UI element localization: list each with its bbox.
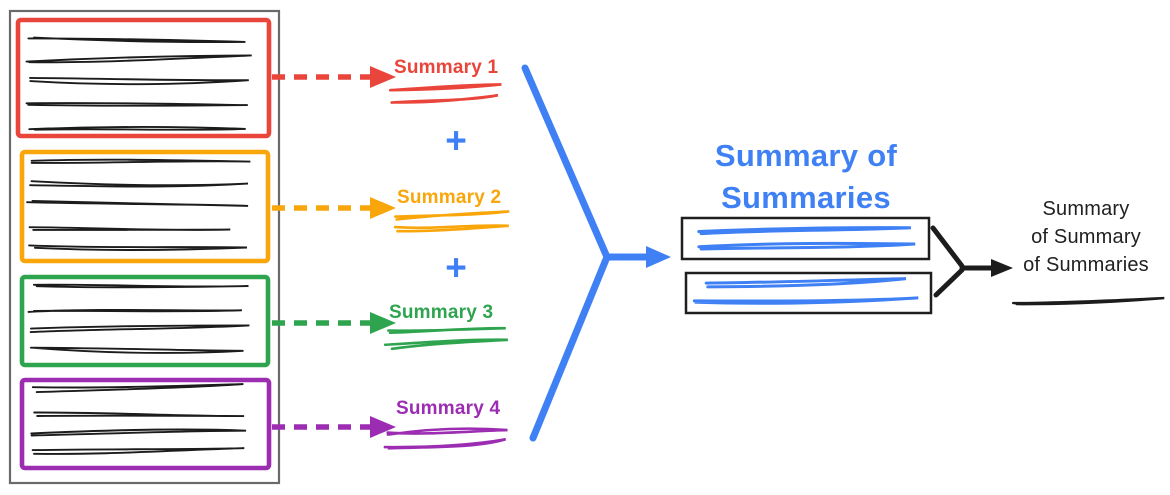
chunk-text-scribble (30, 158, 251, 164)
chunk-text-scribble (33, 411, 245, 418)
final-arrow-head (991, 259, 1013, 277)
summary-1-scribble (389, 83, 502, 92)
final-arrow (930, 225, 996, 298)
sos-title-line-2: Summaries (721, 180, 891, 215)
chunk-text-scribble (28, 226, 231, 231)
summary-2-scribble (394, 210, 510, 221)
plus-sign-2: + (445, 247, 467, 288)
chunk-text-scribble (29, 324, 250, 334)
chunk-text-scribble (28, 126, 246, 131)
dashed-arrow-4-head (370, 416, 396, 438)
chunk-text-scribble (29, 180, 249, 188)
chunk-text-scribble (31, 447, 245, 455)
chunk-4-box (19, 377, 272, 471)
final-summary-title: Summary of Summary of Summaries (1000, 195, 1170, 279)
chunk-text-scribble (26, 200, 249, 207)
chunk-3-box (19, 274, 271, 368)
combine-arrow (521, 64, 656, 442)
document-container-border (8, 9, 281, 485)
summary-3-scribble (387, 326, 506, 334)
summary-2-label: Summary 2 (397, 187, 502, 208)
dashed-arrow-2-head (370, 197, 396, 219)
summary-3-scribble (383, 338, 508, 351)
chunk-text-scribble (28, 244, 248, 251)
sos-box-2 (684, 271, 933, 315)
sos-text-scribble (692, 296, 919, 305)
dashed-arrow-1-head (370, 66, 396, 88)
chunk-text-scribble (29, 76, 249, 86)
summary-3-label: Summary 3 (389, 302, 494, 323)
summary-2-scribble (393, 224, 509, 233)
final-title-line-3: of Summaries (1023, 254, 1149, 276)
chunk-text-scribble (27, 36, 246, 44)
sos-text-scribble (697, 226, 911, 236)
summary-4-label: Summary 4 (396, 398, 501, 419)
sos-text-scribble (704, 277, 907, 289)
chunk-text-scribble (25, 54, 252, 64)
chunk-text-scribble (27, 308, 242, 313)
combine-arrow-head (646, 246, 671, 268)
plus-sign-1: + (445, 120, 467, 161)
chunk-text-scribble (32, 283, 249, 289)
chunk-2-box (19, 149, 271, 264)
summary-4-scribble (386, 427, 508, 436)
final-text-scribble (1012, 296, 1165, 306)
sos-title-line-1: Summary of (714, 138, 898, 173)
sos-text-scribble (697, 241, 916, 251)
summary-of-summaries-title: Summary of Summaries (668, 135, 944, 219)
chunk-text-scribble (29, 346, 244, 354)
summary-1-label: Summary 1 (394, 57, 499, 78)
chunk-text-scribble (30, 428, 247, 437)
chunk-1-box (15, 17, 272, 139)
summary-1-scribble (390, 94, 499, 104)
chunk-text-scribble (31, 383, 244, 394)
sos-box-1 (680, 216, 931, 261)
summary-4-scribble (383, 438, 507, 450)
final-title-line-2: of Summary (1031, 226, 1141, 248)
final-title-line-1: Summary (1042, 198, 1130, 220)
dashed-arrow-3-head (370, 312, 396, 334)
chunk-text-scribble (25, 102, 248, 107)
